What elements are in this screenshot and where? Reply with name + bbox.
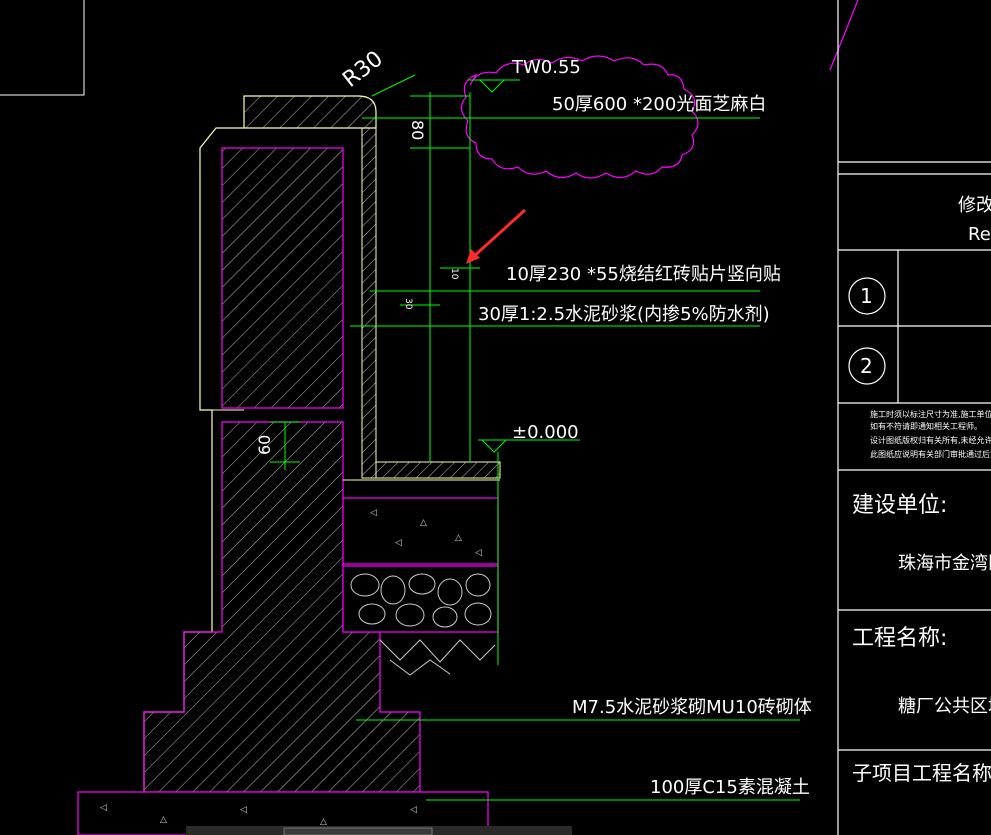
- dimension-80: 80: [408, 120, 427, 140]
- coping-note: 50厚600 *200光面芝麻白: [552, 94, 766, 115]
- revision-cloud: [460, 0, 859, 179]
- title-block-frame: [837, 0, 991, 835]
- revision-label-en: Re: [968, 224, 991, 245]
- svg-text:◁: ◁: [395, 538, 402, 548]
- general-note-3: 设计图纸版权归有关所有,未经允许: [870, 435, 991, 445]
- gravel-layer: [342, 565, 499, 633]
- concrete-note: 100厚C15素混凝土: [650, 777, 810, 798]
- brick-note: 10厚230 *55烧结红砖贴片竖向贴: [506, 264, 781, 285]
- project-label: 工程名称:: [852, 626, 947, 651]
- svg-text:△: △: [420, 518, 427, 528]
- mortar-note: 30厚1:2.5水泥砂浆(内掺5%防水剂): [478, 304, 770, 325]
- bottom-toolbar[interactable]: [186, 826, 572, 835]
- ground-level-label: ±0.000: [512, 422, 579, 443]
- masonry-note: M7.5水泥砂浆砌MU10砖砌体: [572, 697, 812, 718]
- general-note-1: 施工时须以标注尺寸为准,施工单位: [870, 409, 991, 419]
- svg-text:◁: ◁: [100, 803, 107, 813]
- red-annotation-arrow: [466, 208, 527, 264]
- revision-label: 修改: [958, 195, 991, 216]
- top-elevation-label: TW0.55: [511, 57, 581, 78]
- subproject-label: 子项目工程名称:: [852, 761, 991, 785]
- svg-text:△: △: [320, 817, 327, 827]
- dimension-60: 60: [255, 435, 274, 455]
- small-dimension-30: 30: [403, 298, 413, 310]
- client-label: 建设单位:: [852, 493, 947, 518]
- coping-stone: [243, 95, 377, 129]
- facing-layers: [343, 127, 501, 481]
- paving-concrete-layer: ◁ △ ◁ △ ◁: [342, 497, 499, 565]
- svg-text:◁: ◁: [410, 805, 417, 815]
- revision-number-1: 1: [860, 284, 873, 308]
- project-value: 糖厂公共区域: [898, 696, 991, 717]
- client-value: 珠海市金湾区: [898, 553, 991, 574]
- svg-text:◁: ◁: [240, 805, 247, 815]
- svg-text:△: △: [455, 533, 462, 543]
- masonry-wall-body: [143, 147, 421, 793]
- svg-text:◁: ◁: [370, 508, 377, 518]
- svg-text:◁: ◁: [475, 548, 482, 558]
- dimension-lines: [270, 74, 800, 801]
- general-note-4: 此图纸应说明有关部门审批通过后方: [870, 449, 991, 459]
- top-left-frame: [0, 0, 85, 96]
- small-dimension-10: 10: [449, 268, 459, 280]
- svg-text:△: △: [160, 815, 167, 825]
- general-note-2: 如有不符请即通知相关工程师。: [870, 421, 982, 431]
- compacted-soil: [379, 639, 496, 676]
- radius-label: R30: [338, 46, 387, 92]
- revision-number-2: 2: [860, 354, 873, 378]
